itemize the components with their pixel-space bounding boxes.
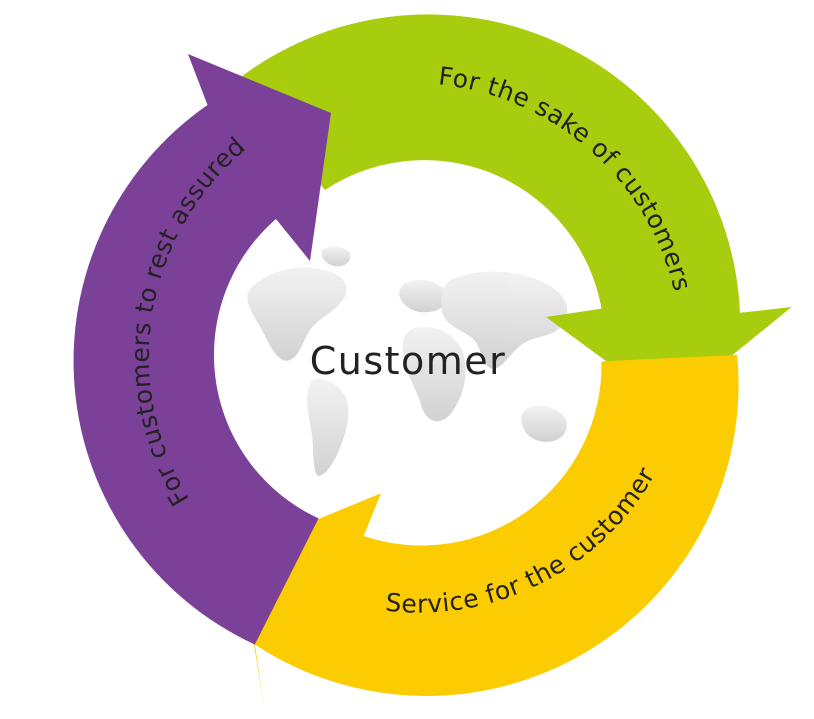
cycle-ring [73,14,792,706]
arrow-purple [73,54,331,645]
world-map-icon [247,246,568,476]
arrow-green [234,14,792,407]
center-label: Customer [310,339,507,383]
arrow-yellow [239,354,739,706]
